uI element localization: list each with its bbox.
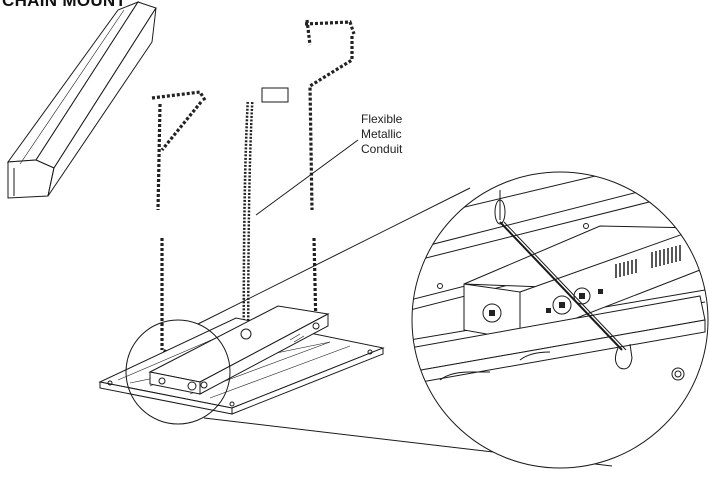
callout-line-2: Metallic — [361, 127, 402, 141]
fixture-assembly — [98, 305, 385, 415]
conduit-callout-label: Flexible Metallic Conduit — [361, 112, 402, 157]
beam-straps — [151, 20, 356, 103]
callout-line-1: Flexible — [361, 112, 403, 126]
diagram-title: CHAIN MOUNT — [2, 0, 127, 10]
ceiling-channel — [6, 0, 157, 199]
detail-source-circle — [125, 319, 231, 425]
zoom-line-top — [197, 187, 471, 325]
flexible-conduit — [242, 87, 289, 331]
callout-line-3: Conduit — [361, 142, 403, 156]
detail-view — [411, 171, 709, 469]
callout-leader-line — [255, 139, 359, 216]
